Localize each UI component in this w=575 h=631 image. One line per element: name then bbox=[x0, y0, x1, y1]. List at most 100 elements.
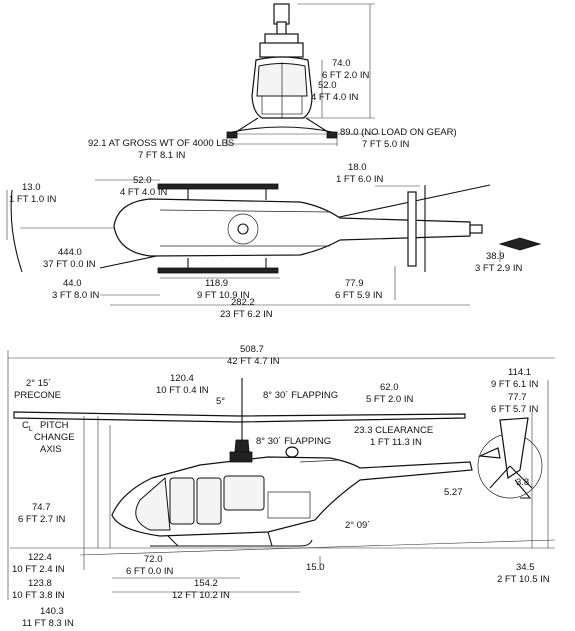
top-rotor-radius-in: 444.0 bbox=[58, 247, 82, 258]
top-nose-ft: 1 FT 1.0 IN bbox=[9, 194, 56, 205]
exhaust-stack bbox=[285, 446, 299, 458]
rotor-arc bbox=[10, 189, 23, 273]
middle-door-window bbox=[196, 477, 222, 525]
side-skid-gap: 15.0 bbox=[306, 562, 325, 573]
front-gear-loaded: 92.1 AT GROSS WT OF 4000 LBS bbox=[88, 138, 234, 149]
top-fuselage-len-in: 282.2 bbox=[231, 297, 255, 308]
tail-skid bbox=[514, 479, 532, 499]
side-rotor-h1-in: 122.4 bbox=[28, 552, 52, 563]
side-rotor-h2-in: 123.8 bbox=[28, 578, 52, 589]
top-rotor-radius-ft: 37 FT 0.0 IN bbox=[43, 259, 96, 270]
tail-rotor-top bbox=[498, 237, 542, 251]
side-overall-len-ft: 42 FT 4.7 IN bbox=[227, 356, 280, 367]
side-clearance-in: 23.3 CLEARANCE bbox=[354, 425, 433, 436]
side-precone: 2° 15´ bbox=[26, 378, 51, 389]
top-skid-lower bbox=[157, 267, 279, 274]
front-view: 74.0 6 FT 2.0 IN 52.0 4 FT 4.0 IN 89.0 (… bbox=[88, 3, 457, 161]
side-tail-hub-in: 77.7 bbox=[508, 392, 527, 403]
side-view: 508.7 42 FT 4.7 IN 2° 15´ PRECONE CL PIT… bbox=[7, 344, 556, 629]
side-mast-in: 120.4 bbox=[170, 373, 194, 384]
tail-stabilizer bbox=[477, 447, 501, 459]
side-overall-len-in: 508.7 bbox=[240, 344, 264, 355]
front-gear-no-load: 89.0 (NO LOAD ON GEAR) bbox=[340, 127, 457, 138]
side-ground-angle: 2° 09´ bbox=[345, 520, 370, 531]
top-rotor-hub-circle bbox=[227, 213, 259, 245]
top-skid-front-in: 52.0 bbox=[133, 175, 152, 186]
top-fuselage-len-ft: 23 FT 6.2 IN bbox=[220, 309, 273, 320]
side-skid-fwd-ft: 6 FT 0.0 IN bbox=[126, 566, 173, 577]
engine-intake bbox=[229, 451, 253, 463]
side-tail-skid-in: 34.5 bbox=[516, 562, 535, 573]
front-door-window bbox=[169, 477, 195, 525]
top-skid-upper bbox=[157, 183, 279, 190]
side-cabin-h-ft: 6 FT 2.7 IN bbox=[18, 514, 65, 525]
top-fuselage bbox=[113, 198, 471, 257]
tail-rotor-blades bbox=[489, 465, 533, 489]
side-rotor-h3-ft: 11 FT 8.3 IN bbox=[22, 618, 74, 629]
side-precone-label: PRECONE bbox=[14, 390, 61, 401]
top-skid-len-in: 118.9 bbox=[205, 278, 228, 289]
side-tail-top-ft: 9 FT 6.1 IN bbox=[491, 379, 538, 390]
front-cabin-roof-in: 52.0 bbox=[318, 80, 337, 91]
side-flap-down: 8° 30´ FLAPPING bbox=[256, 436, 331, 447]
pitch-axis-cl: CL bbox=[22, 420, 33, 433]
side-rotor-h1-ft: 10 FT 2.4 IN bbox=[12, 564, 65, 575]
side-skid-total-ft: 12 FT 10.2 IN bbox=[172, 590, 230, 601]
ground-angle-line bbox=[79, 539, 556, 556]
right-skid bbox=[326, 131, 338, 139]
top-view: 13.0 1 FT 1.0 IN 52.0 4 FT 4.0 IN 18.0 1… bbox=[6, 162, 542, 320]
side-tail-top-in: 114.1 bbox=[508, 367, 531, 378]
front-height-overall-in: 74.0 bbox=[332, 58, 351, 69]
top-skid-front-ft: 4 FT 4.0 IN bbox=[120, 187, 167, 198]
side-rotor-h3-in: 140.3 bbox=[40, 606, 64, 617]
side-skid-fwd-in: 72.0 bbox=[144, 554, 163, 565]
side-clearance-ft: 1 FT 11.3 IN bbox=[370, 437, 422, 448]
side-tail-hub-ft: 6 FT 5.7 IN bbox=[491, 404, 538, 415]
baggage-door bbox=[267, 491, 311, 519]
front-height-overall-ft: 6 FT 2.0 IN bbox=[322, 70, 369, 81]
front-gear-no-load-ft: 7 FT 5.0 IN bbox=[362, 139, 409, 150]
side-skid-total-in: 154.2 bbox=[194, 578, 218, 589]
horizontal-stabilizer bbox=[407, 191, 417, 267]
side-skid bbox=[150, 539, 313, 547]
side-rotor-h2-ft: 10 FT 3.8 IN bbox=[12, 590, 65, 601]
top-skid-nose-in: 44.0 bbox=[63, 278, 82, 289]
side-tail-angle-2: 3.8 bbox=[516, 477, 529, 488]
top-stab-in: 18.0 bbox=[348, 162, 367, 173]
top-stab-span-ft: 6 FT 5.9 IN bbox=[335, 290, 382, 301]
top-skid-len-ft: 9 FT 10.9 IN bbox=[197, 290, 250, 301]
chin-panel bbox=[261, 95, 303, 115]
left-skid bbox=[226, 131, 238, 139]
top-tail-rotor-ft: 3 FT 2.9 IN bbox=[475, 263, 522, 274]
top-nose-in: 13.0 bbox=[22, 182, 41, 193]
front-gear-loaded-ft: 7 FT 8.1 IN bbox=[138, 150, 185, 161]
rotor-head-top bbox=[273, 3, 290, 25]
top-stab-span-in: 77.9 bbox=[345, 278, 364, 289]
side-boom-in: 62.0 bbox=[380, 382, 399, 393]
front-cabin-roof-ft: 4 FT 4.0 IN bbox=[311, 92, 358, 103]
side-flap-up: 8° 30´ FLAPPING bbox=[263, 390, 338, 401]
main-rotor-blade bbox=[13, 411, 466, 423]
top-tail-rotor-in: 38.9 bbox=[486, 251, 505, 262]
top-stab-ft: 1 FT 6.0 IN bbox=[336, 174, 383, 185]
side-tail-angle-1: 5.27 bbox=[444, 487, 463, 498]
top-rotor-hub bbox=[237, 223, 249, 235]
cross-tubes bbox=[235, 117, 329, 133]
side-mast-angle: 5° bbox=[216, 396, 225, 407]
windshield-side bbox=[135, 476, 171, 531]
transmission-cowl bbox=[259, 42, 304, 58]
side-boom-ft: 5 FT 2.0 IN bbox=[366, 394, 413, 405]
pitch-axis-c: C bbox=[22, 420, 29, 431]
side-mast-ft: 10 FT 0.4 IN bbox=[156, 385, 209, 396]
rear-window bbox=[223, 475, 265, 511]
top-skid-nose-ft: 3 FT 8.0 IN bbox=[52, 290, 99, 301]
vertical-fin bbox=[499, 417, 529, 480]
pitch-axis-axis: AXIS bbox=[40, 444, 62, 455]
side-tail-skid-ft: 2 FT 10.5 IN bbox=[497, 574, 550, 585]
pitch-axis-pitch: PITCH bbox=[40, 420, 69, 431]
pitch-axis-change: CHANGE bbox=[34, 432, 75, 443]
side-cabin-h-in: 74.7 bbox=[32, 502, 51, 513]
pitch-axis-l: L bbox=[29, 426, 33, 433]
cross-tube-arc bbox=[231, 126, 333, 133]
